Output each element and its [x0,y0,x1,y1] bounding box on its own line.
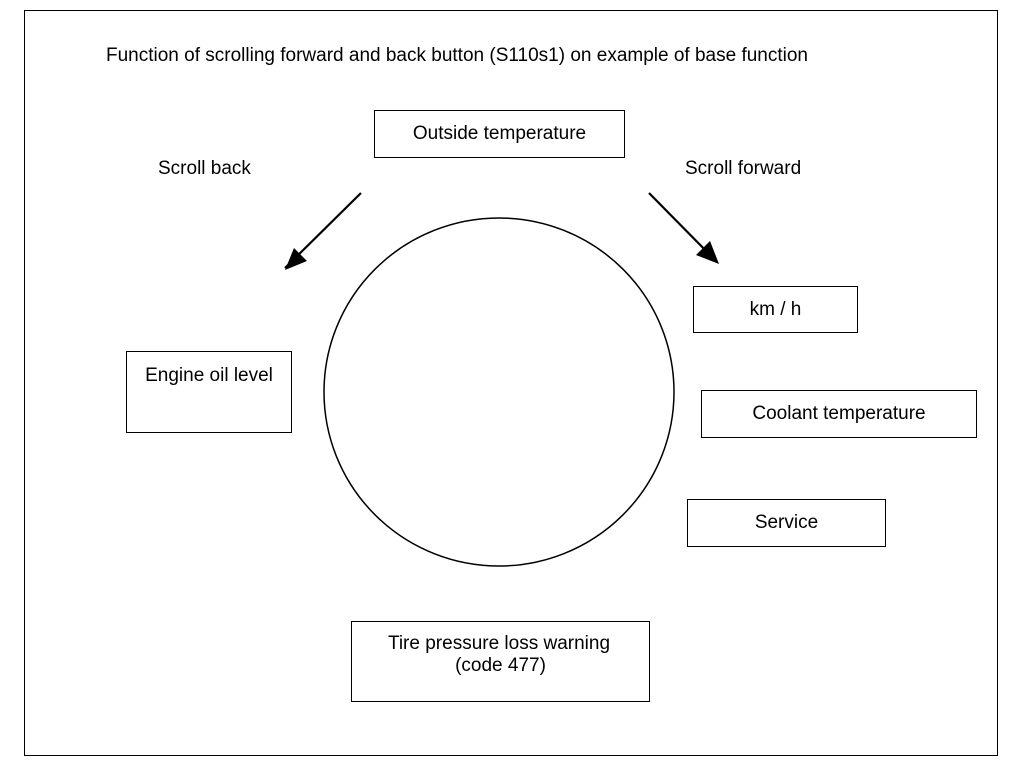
engine-oil-level-label: Engine oil level [145,365,273,386]
coolant-temperature-label: Coolant temperature [752,403,926,424]
scroll-back-arrowhead [285,248,307,270]
km-h-label: km / h [749,298,802,320]
scroll-forward-arrowhead [696,241,719,264]
tire-pressure-box: Tire pressure loss warning (code 477) [351,621,650,702]
service-box: Service [687,499,886,547]
engine-oil-level-box: Engine oil level [126,351,292,433]
diagram-title: Function of scrolling forward and back b… [106,45,808,66]
cycle-circle [323,217,675,567]
service-label: Service [754,512,819,533]
outside-temperature-box: Outside temperature [374,110,625,158]
tire-pressure-label: Tire pressure loss warning [387,633,611,654]
scroll-forward-label: Scroll forward [685,158,802,179]
km-h-box: km / h [693,286,858,333]
coolant-temperature-box: Coolant temperature [701,390,977,438]
diagram-frame [24,10,998,756]
tire-pressure-code: (code 477) [455,655,546,676]
outside-temperature-label: Outside temperature [412,123,587,144]
scroll-back-label: Scroll back [158,158,251,179]
